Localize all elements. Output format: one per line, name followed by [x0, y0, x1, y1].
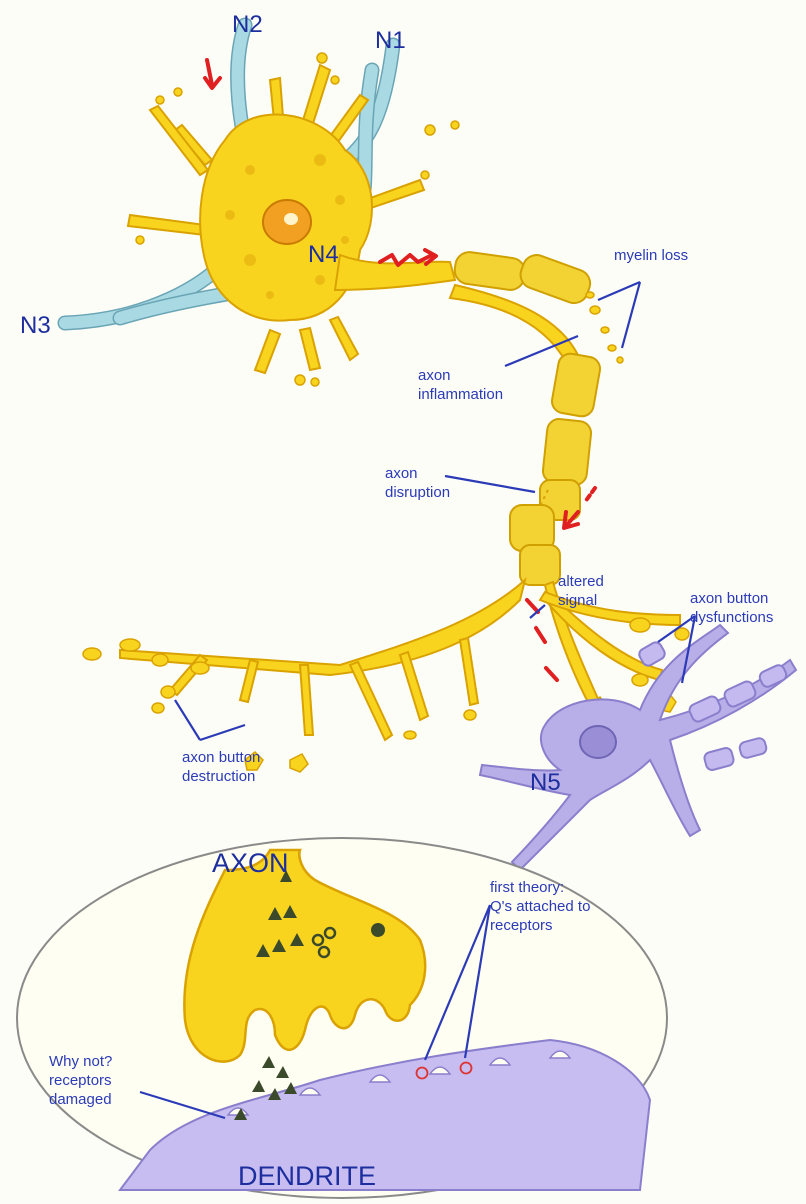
label-dendrite: DENDRITE	[238, 1161, 376, 1191]
label-axon: AXON	[212, 848, 289, 878]
label-n3: N3	[20, 312, 51, 339]
pathology-labels: myelin loss axon inflammation axon disru…	[182, 247, 773, 785]
label-axon-disruption-2: disruption	[385, 484, 450, 501]
label-n1: N1	[375, 27, 406, 54]
label-n5: N5	[530, 769, 561, 796]
label-n4: N4	[308, 241, 339, 268]
label-first-theory-1: first theory:	[490, 879, 564, 896]
label-button-destruction-1: axon button	[182, 749, 260, 766]
label-why-not-2: receptors	[49, 1072, 112, 1089]
label-why-not-3: damaged	[49, 1091, 112, 1108]
label-axon-inflammation-1: axon	[418, 367, 451, 384]
label-axon-inflammation-2: inflammation	[418, 386, 503, 403]
label-first-theory-3: receptors	[490, 917, 553, 934]
label-why-not-1: Why not?	[49, 1053, 112, 1070]
synapse-inset: AXON DENDRITE first theory: Q's attached…	[17, 838, 667, 1198]
label-axon-disruption-1: axon	[385, 465, 418, 482]
neuron-n4	[128, 53, 459, 386]
label-altered-signal-1: altered	[558, 573, 604, 590]
label-button-dysfunctions-1: axon button	[690, 590, 768, 607]
myelinated-axon	[450, 250, 623, 585]
label-myelin-loss: myelin loss	[614, 247, 688, 264]
label-first-theory-2: Q's attached to	[490, 898, 590, 915]
label-button-destruction-2: destruction	[182, 768, 255, 785]
label-button-dysfunctions-2: dysfunctions	[690, 609, 773, 626]
label-altered-signal-2: signal	[558, 592, 597, 609]
label-n2: N2	[232, 11, 263, 38]
